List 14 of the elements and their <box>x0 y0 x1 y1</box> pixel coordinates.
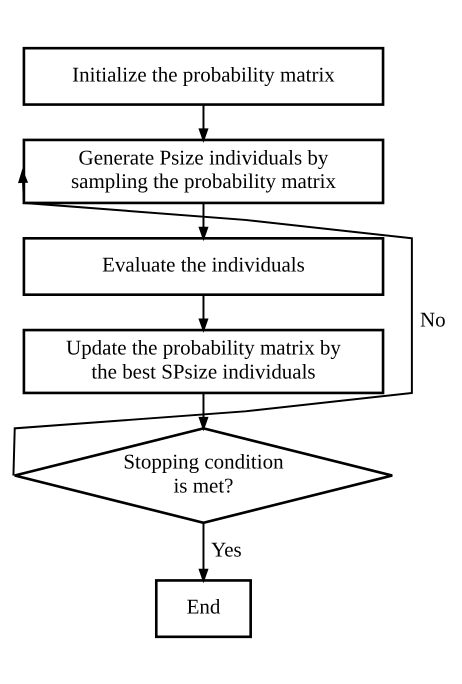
arrow <box>198 522 209 583</box>
node-box: Update the probability matrix by the best SPsize individuals <box>22 328 384 394</box>
edge-label: Yes <box>211 537 242 562</box>
node-box: Initialize the probability matrix <box>22 46 384 106</box>
edge-label: No <box>420 307 446 332</box>
arrow <box>198 392 209 431</box>
arrow <box>198 104 209 142</box>
node-box: Evaluate the individuals <box>22 236 384 296</box>
node-box: Generate Psize individuals by sampling the probability matrix <box>22 138 384 204</box>
node-box: End <box>154 578 252 638</box>
arrow <box>198 202 209 241</box>
node-diamond: Stopping condition is met? <box>13 426 394 524</box>
arrow <box>198 294 209 332</box>
arrow <box>12 168 413 476</box>
